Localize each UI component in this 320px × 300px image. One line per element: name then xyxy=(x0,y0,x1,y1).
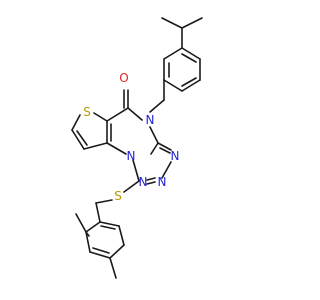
bond xyxy=(75,213,87,233)
bond xyxy=(161,161,172,179)
bond xyxy=(106,107,129,122)
bond xyxy=(181,77,197,87)
bond xyxy=(146,177,156,181)
bond xyxy=(99,221,120,227)
bond xyxy=(157,142,172,151)
bond xyxy=(181,53,197,63)
bond xyxy=(123,180,140,193)
bond xyxy=(181,17,203,29)
bond xyxy=(159,147,171,154)
ring-nitrogen-label: N xyxy=(146,113,155,127)
bond xyxy=(76,130,88,146)
bond xyxy=(95,199,113,204)
bond xyxy=(95,202,101,223)
molecule-structure: O S N N N N N S xyxy=(0,0,300,300)
bond xyxy=(181,79,201,92)
bond xyxy=(89,251,111,259)
bond xyxy=(118,225,125,246)
bond xyxy=(85,221,101,233)
bond xyxy=(161,17,183,29)
thioether-sulfur-label: S xyxy=(114,189,122,203)
bond xyxy=(85,231,90,237)
bond xyxy=(106,142,127,155)
bond xyxy=(181,47,201,60)
thiophene-sulfur-label: S xyxy=(83,105,91,119)
atoms: O S N N N N N S xyxy=(83,71,179,203)
bond xyxy=(127,107,143,121)
bond xyxy=(93,112,108,122)
triazole-nitrogen-label: N xyxy=(158,175,167,189)
bond xyxy=(92,247,110,254)
bond xyxy=(149,99,165,113)
triazole-nitrogen-label: N xyxy=(171,149,180,163)
bonds xyxy=(71,17,203,279)
bond xyxy=(109,244,125,259)
bond xyxy=(71,129,85,150)
bond xyxy=(132,159,140,182)
background xyxy=(0,0,300,300)
bond xyxy=(83,142,108,150)
bond xyxy=(109,257,117,279)
bond xyxy=(150,142,159,155)
carbonyl-oxygen-label: O xyxy=(119,71,128,85)
structure-svg: O S N N N N N S xyxy=(0,0,300,300)
bond xyxy=(163,47,183,60)
bond xyxy=(85,231,91,253)
bond xyxy=(163,79,183,92)
bridgehead-nitrogen-label: N xyxy=(127,149,136,163)
bond xyxy=(149,126,159,144)
bond xyxy=(71,114,81,131)
bond xyxy=(100,225,116,230)
bond xyxy=(146,181,156,185)
triazole-nitrogen-label: N xyxy=(139,175,148,189)
